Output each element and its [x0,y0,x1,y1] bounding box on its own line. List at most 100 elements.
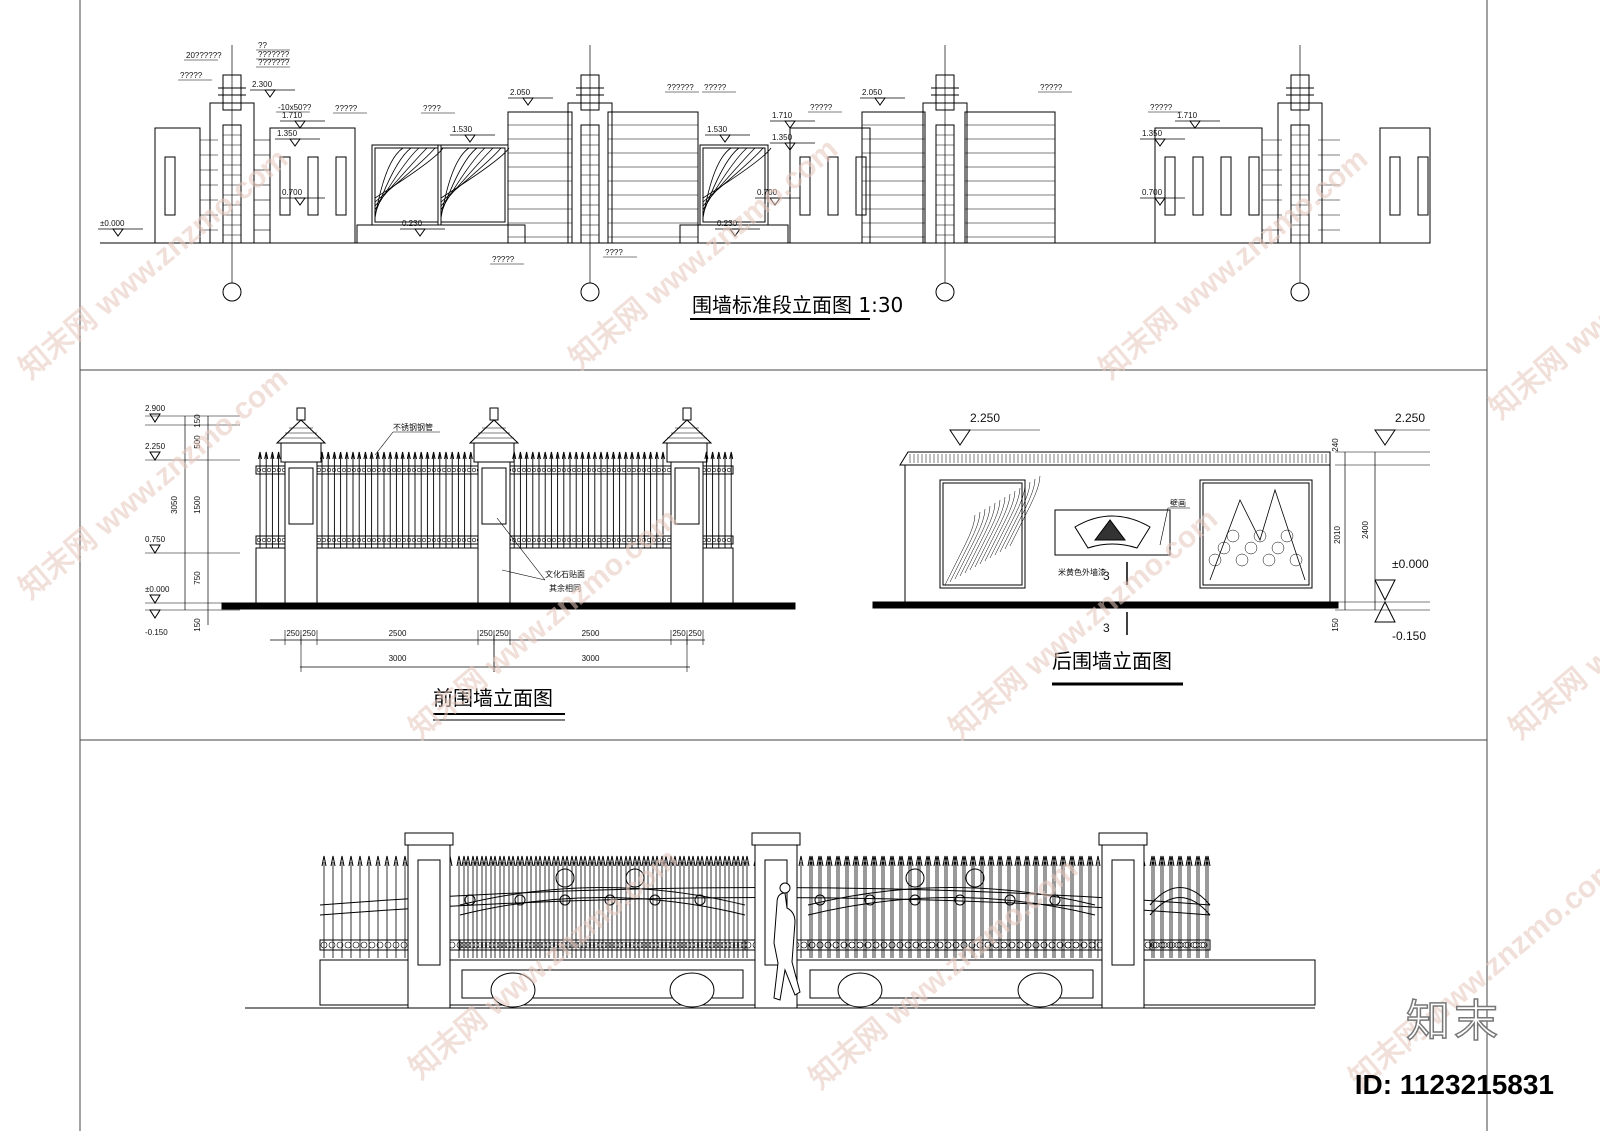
pillar-roof [468,419,520,444]
dim-label: 240 [1331,438,1340,452]
drawing-3-title: 后围墙立面图 [1052,649,1172,673]
level-label: -0.150 [145,628,168,637]
mural-line [1004,478,1036,550]
scroll-ornament [904,941,912,949]
picket-tip [645,855,651,867]
picket-tip [1032,855,1038,867]
level-marker [1154,138,1166,147]
picket-tip [1205,855,1211,867]
wall-panel [964,111,1056,244]
level-marker [112,228,124,237]
picket-tip [915,855,921,867]
picket-tip [470,855,476,867]
pillar [670,461,704,604]
mural-line [974,496,1006,568]
rail-ornament [426,537,432,543]
dim-label: 3050 [170,496,179,514]
picket-tip [681,855,687,867]
rail-ornament [591,537,597,543]
picket-tip [663,855,669,867]
shrub [837,972,883,1008]
note-label: 20?????? [186,51,222,60]
picket-tip [533,855,539,867]
section-mark: 3 [1103,569,1110,583]
scroll-ornament [816,941,824,949]
scroll-ornament [920,941,928,949]
rail-ornament [576,537,582,543]
rail-ornament [451,537,457,543]
rail-ornament [571,467,577,473]
rail-ornament [611,537,617,543]
picket-tip [338,451,343,460]
rail-ball [954,894,966,906]
level-label: 1.530 [452,125,473,134]
rail-ornament [386,467,392,473]
rail-ornament [336,537,342,543]
rail-ornament [511,537,517,543]
pier-cap [580,74,600,111]
scroll-ornament [632,941,640,949]
picket-tip [740,855,746,867]
pillar-panel [417,859,441,966]
picket-tip [654,855,660,867]
rail-ornament [591,467,597,473]
picket-tip [735,855,741,867]
picket-tip [969,855,975,867]
dim-label: 250 [495,629,509,638]
scroll-ornament [636,941,644,949]
picket-tip [1187,855,1193,867]
picket-tip [357,855,363,867]
picket-tip [357,451,362,460]
picket-tip [497,855,503,867]
rail-ornament [416,467,422,473]
mural-right-inner [1202,482,1310,586]
picket-tip [578,855,584,867]
wall-slot [827,156,839,216]
scroll-ornament [732,941,740,949]
scroll-ornament [944,941,952,949]
picket-tip [501,855,507,867]
pillar-cap [473,442,515,463]
picket-tip [1007,855,1013,867]
ground-slab [221,602,796,610]
rail-ornament [396,467,402,473]
rosette-ornament [555,868,575,888]
rail-ornament [371,537,377,543]
picket-tip [642,451,647,460]
rail-ornament [266,467,272,473]
scroll-ornament [1080,941,1088,949]
picket-tip [596,855,602,867]
wall-segment [1154,127,1263,244]
rail-ornament [416,537,422,543]
rail-ornament [711,537,717,543]
dim-label: 2500 [389,629,407,638]
scroll-ornament [624,941,632,949]
picket-tip [648,451,653,460]
scroll-ornament [368,941,376,949]
rail-ornament [616,537,622,543]
rail-ornament [641,467,647,473]
scroll-ornament [1174,941,1182,949]
rail-ornament [531,467,537,473]
picket-tip [592,451,597,460]
rail-ornament [451,467,457,473]
picket-tip [599,451,603,460]
gate-curve [374,147,428,207]
picket-tip [827,855,833,867]
picket-tip [518,451,523,460]
dim-label: 1500 [193,496,202,514]
rail-ornament [576,467,582,473]
rail-ball [694,894,706,906]
rail-ball [1004,894,1016,906]
picket-tip [394,451,399,460]
pillar-cap [280,442,322,463]
scroll-ornament [376,941,384,949]
level-marker [719,134,731,143]
note-label: 不锈钢钢管 [393,422,433,432]
pillar-cap [751,832,801,846]
rail-ornament [381,467,387,473]
picket-tip [515,855,521,867]
drawing-1-title: 围墙标准段立面图 1:30 [692,293,903,317]
